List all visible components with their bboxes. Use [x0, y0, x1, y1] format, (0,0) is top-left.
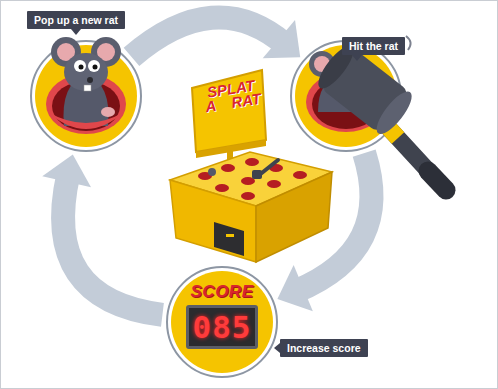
circle-fill	[295, 45, 397, 147]
rat-hole	[241, 177, 255, 185]
arrow-band	[296, 153, 372, 291]
machine-sign	[192, 70, 266, 152]
rat-hole	[269, 164, 283, 172]
step-label: Increase score	[280, 339, 368, 357]
step-label: Pop up a new rat	[27, 11, 125, 29]
arrow-head	[277, 265, 312, 311]
circle-outline	[290, 40, 402, 152]
step-circle: Pop up a new rat	[30, 40, 142, 152]
rat-hole	[198, 172, 212, 180]
rat-hole	[293, 171, 307, 179]
rat-hole	[215, 184, 229, 192]
rat-hole	[267, 180, 281, 188]
coin-slot	[226, 234, 234, 237]
arrow-band	[131, 17, 284, 56]
step-label: Hit the rat	[342, 37, 405, 55]
rat-hole	[241, 192, 255, 200]
score-display: 085	[186, 305, 258, 349]
cycle-arrow	[277, 153, 371, 311]
circle-ring	[167, 267, 277, 377]
cabinet-side	[256, 172, 332, 262]
cycle-arrow	[131, 17, 300, 58]
circle-ring	[31, 41, 141, 151]
play-surface	[170, 152, 332, 206]
step-circle: Hit the rat	[290, 40, 402, 152]
coin-door	[214, 222, 244, 256]
mini-rat	[208, 168, 216, 176]
score-heading: SCORE	[166, 282, 278, 302]
arrow-head	[42, 155, 91, 188]
circle-outline	[30, 40, 142, 152]
arrow-band	[63, 174, 162, 315]
circle-fill	[35, 45, 137, 147]
sign-edge	[196, 140, 266, 158]
rat-hole	[245, 158, 259, 166]
cycle-arrow	[42, 155, 162, 315]
rat-hole	[221, 164, 235, 172]
step-circle: SCORE085Increase score	[166, 266, 278, 378]
machine-sign-text: SPLAT A RAT	[201, 78, 263, 115]
mini-hammer-head	[252, 170, 262, 179]
sign-post	[227, 146, 233, 174]
mini-hammer	[258, 160, 278, 176]
hammer-grip	[428, 171, 446, 190]
circle-ring	[291, 41, 401, 151]
cabinet-front	[170, 180, 256, 262]
arrow-head	[263, 20, 301, 58]
